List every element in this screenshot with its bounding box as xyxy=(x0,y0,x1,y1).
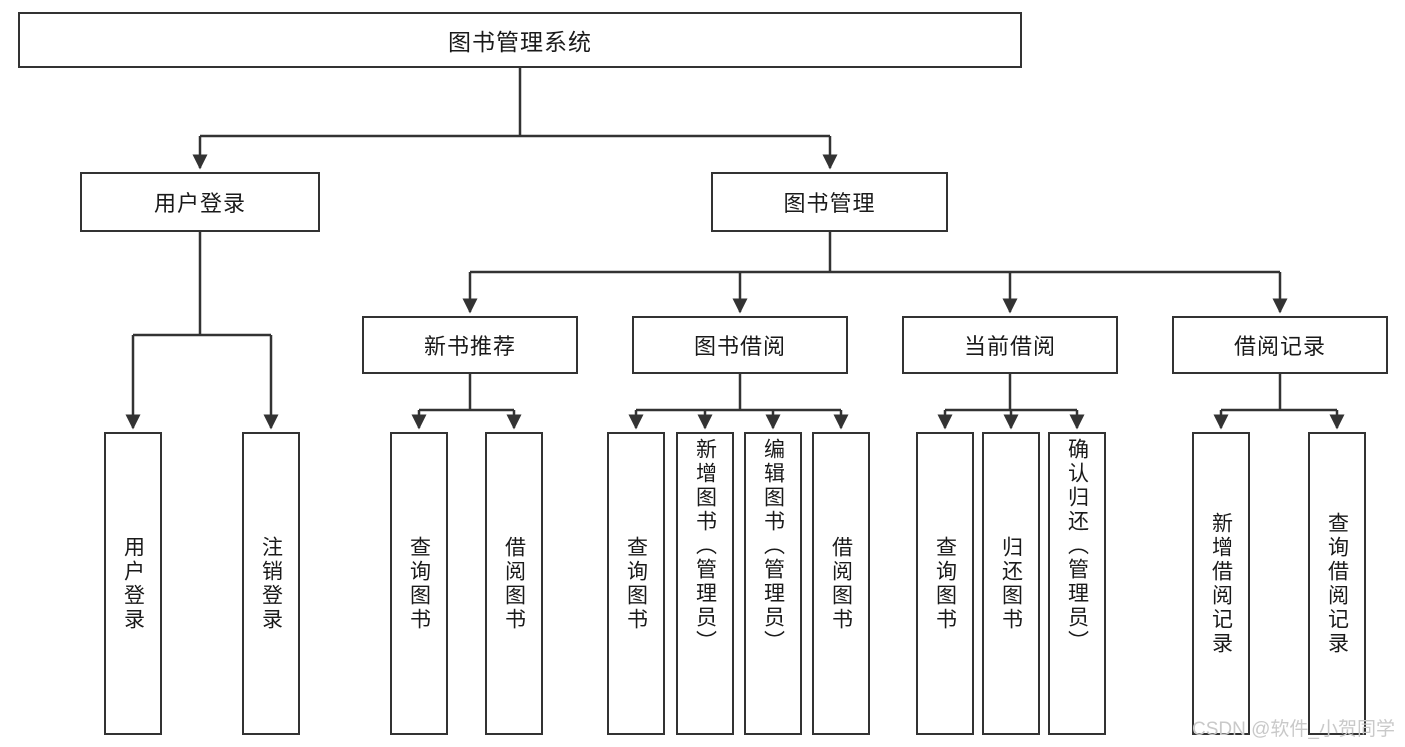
node-leaf-query-book-borrow[interactable]: 查询图书 xyxy=(607,432,665,735)
node-leaf-add-borrow-record[interactable]: 新增借阅记录 xyxy=(1192,432,1250,735)
node-book-management-system[interactable]: 图书管理系统 xyxy=(18,12,1022,68)
node-book-borrow[interactable]: 图书借阅 xyxy=(632,316,848,374)
node-leaf-borrow-book-recommend[interactable]: 借阅图书 xyxy=(485,432,543,735)
node-user-login[interactable]: 用户登录 xyxy=(80,172,320,232)
node-leaf-edit-book-admin[interactable]: 编辑图书（管理员） xyxy=(744,432,802,735)
node-leaf-add-book-admin[interactable]: 新增图书（管理员） xyxy=(676,432,734,735)
node-leaf-return-book[interactable]: 归还图书 xyxy=(982,432,1040,735)
node-leaf-query-book-current[interactable]: 查询图书 xyxy=(916,432,974,735)
node-leaf-query-borrow-record[interactable]: 查询借阅记录 xyxy=(1308,432,1366,735)
node-current-borrow[interactable]: 当前借阅 xyxy=(902,316,1118,374)
csdn-watermark: CSDN @软件_小贺同学 xyxy=(1192,719,1395,740)
node-book-management[interactable]: 图书管理 xyxy=(711,172,948,232)
node-borrow-record[interactable]: 借阅记录 xyxy=(1172,316,1388,374)
node-leaf-logout[interactable]: 注销登录 xyxy=(242,432,300,735)
node-leaf-confirm-return-admin[interactable]: 确认归还（管理员） xyxy=(1048,432,1106,735)
node-leaf-query-book-recommend[interactable]: 查询图书 xyxy=(390,432,448,735)
node-leaf-user-login[interactable]: 用户登录 xyxy=(104,432,162,735)
node-leaf-borrow-book[interactable]: 借阅图书 xyxy=(812,432,870,735)
node-new-book-recommend[interactable]: 新书推荐 xyxy=(362,316,578,374)
